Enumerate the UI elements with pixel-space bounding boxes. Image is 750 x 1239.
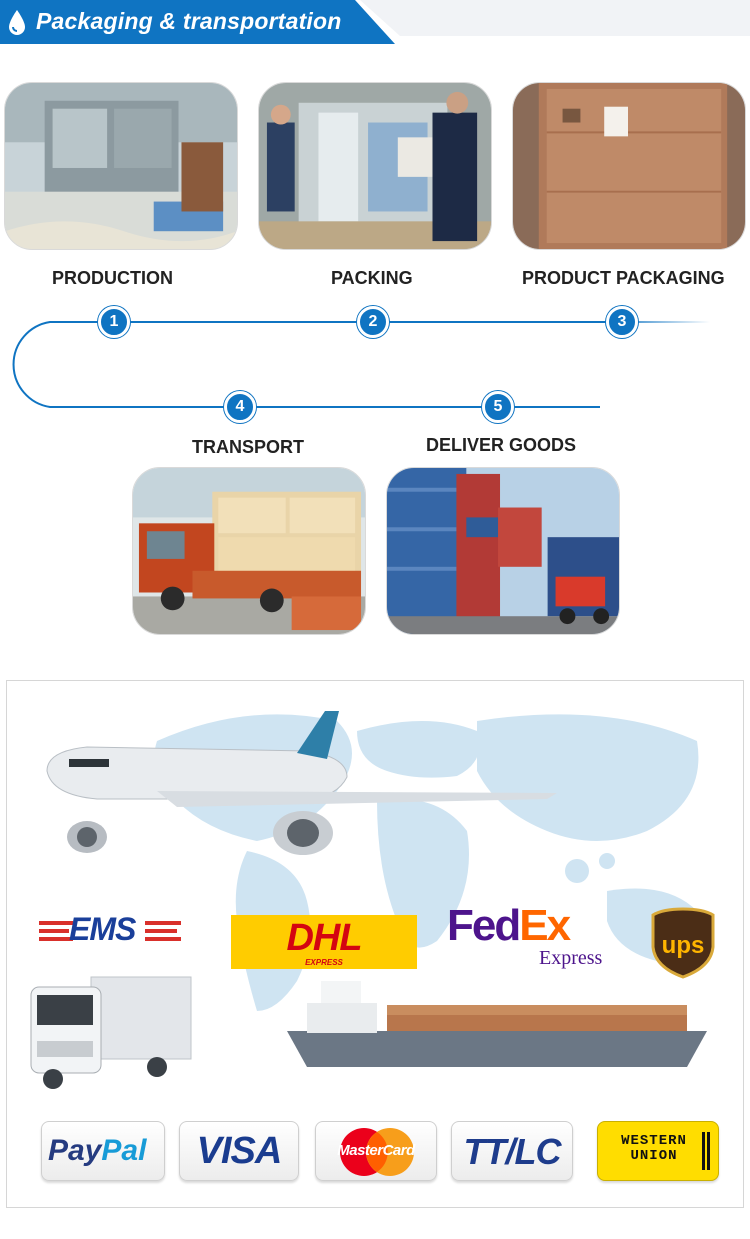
header-banner <box>0 0 395 44</box>
deliver-goods-photo <box>386 467 620 635</box>
step-label-transport: TRANSPORT <box>192 437 304 457</box>
truck-icon <box>30 976 192 1089</box>
ems-logo: EMS <box>69 911 136 947</box>
water-drop-icon <box>9 10 25 35</box>
logistics-payment-panel: EMS DHL EXPRESS FedEx Express ups PayPal… <box>6 680 744 1208</box>
paypal-logo: PayPal <box>41 1121 165 1181</box>
step-label-packing: PACKING <box>331 268 413 288</box>
mastercard-circles-icon <box>340 1128 414 1176</box>
tt-lc-logo: TT/LC <box>451 1121 573 1181</box>
step-marker-5: 5 <box>482 391 514 423</box>
dhl-logo: DHL EXPRESS <box>231 915 417 969</box>
world-map-illustration <box>7 681 743 1101</box>
step-label-deliver-goods: DELIVER GOODS <box>426 435 577 455</box>
transport-truck-photo <box>132 467 366 635</box>
product-packaging-photo <box>512 82 746 250</box>
ups-shield-icon: ups <box>651 907 715 979</box>
fedex-logo: FedEx Express <box>447 901 603 969</box>
step-label-product-packaging: PRODUCT PACKAGING <box>522 268 725 288</box>
process-timeline: 1 2 3 4 5 <box>0 300 750 430</box>
western-union-bars-icon <box>702 1132 710 1170</box>
airplane-icon <box>46 711 557 855</box>
ups-logo: ups <box>651 907 715 979</box>
header-accent-strip <box>360 0 750 36</box>
cargo-ship-icon <box>287 981 707 1067</box>
packing-photo <box>258 82 492 250</box>
section-title: Packaging & transportation <box>36 8 342 34</box>
timeline-path <box>12 321 710 408</box>
step-marker-3: 3 <box>606 306 638 338</box>
western-union-logo: WESTERN UNION <box>597 1121 719 1181</box>
mastercard-logo: MasterCard <box>315 1121 437 1181</box>
production-photo <box>4 82 238 250</box>
svg-text:ups: ups <box>662 932 705 959</box>
step-marker-2: 2 <box>357 306 389 338</box>
step-marker-4: 4 <box>224 391 256 423</box>
visa-logo: VISA <box>179 1121 299 1181</box>
step-label-production: PRODUCTION <box>52 268 173 288</box>
step-marker-1: 1 <box>98 306 130 338</box>
section-header: Packaging & transportation <box>0 0 750 46</box>
